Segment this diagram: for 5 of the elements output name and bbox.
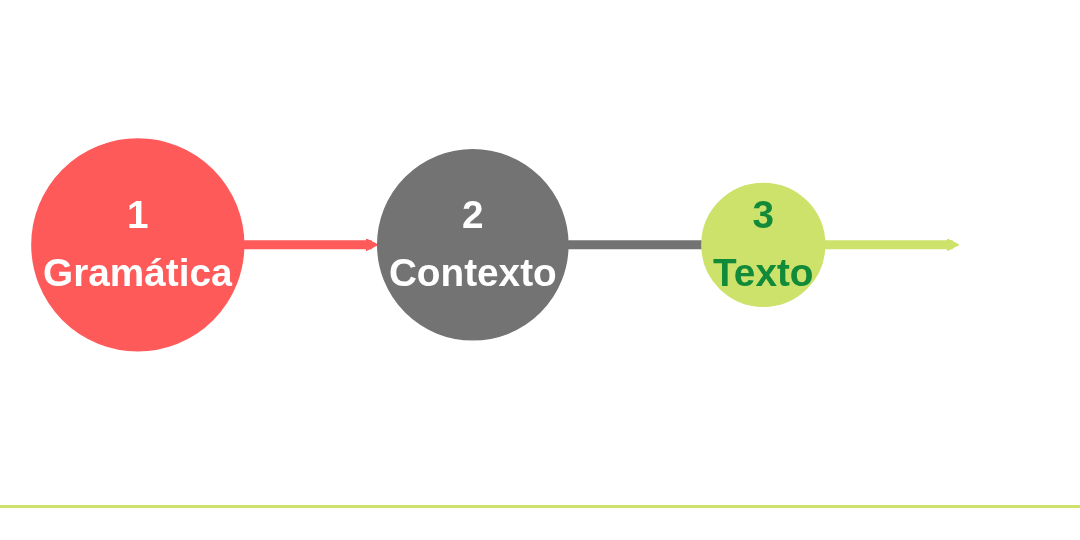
node-circle: 2 Contexto <box>377 149 569 341</box>
node-circle: 3 Texto <box>701 182 826 308</box>
connector <box>567 240 702 250</box>
arrow <box>824 238 960 252</box>
node-circle: 1 Gramática <box>31 138 245 352</box>
